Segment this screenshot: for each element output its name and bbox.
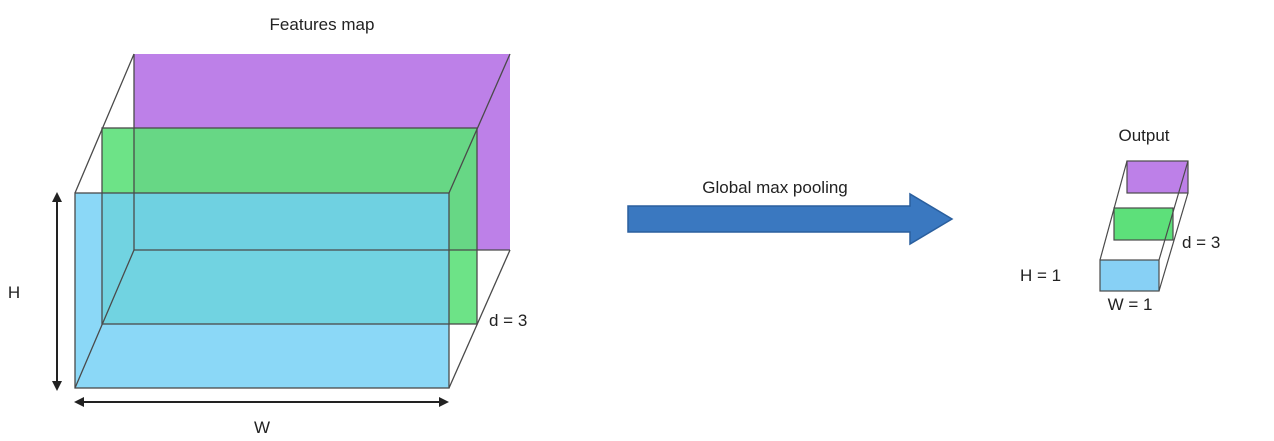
output-width-label: W = 1 (1108, 295, 1153, 314)
feature-channel-front (75, 193, 449, 388)
width-label: W (254, 418, 270, 437)
output-outline (1099, 160, 1189, 292)
depth-label: d = 3 (489, 311, 527, 330)
output-vector: Output d = 3 H = 1 W = 1 (1020, 126, 1220, 314)
output-channel-middle (1114, 208, 1173, 240)
height-label: H (8, 283, 20, 302)
features-map: Features map H W d = 3 (8, 15, 527, 437)
output-channel-front (1100, 260, 1159, 291)
features-map-outline (74, 53, 511, 389)
pooling-arrow-icon (627, 192, 954, 246)
features-map-title: Features map (270, 15, 375, 34)
pooling-operation: Global max pooling (627, 178, 954, 246)
output-channel-back (1127, 161, 1188, 193)
operation-label: Global max pooling (702, 178, 848, 197)
output-height-label: H = 1 (1020, 266, 1061, 285)
output-title: Output (1118, 126, 1169, 145)
output-depth-label: d = 3 (1182, 233, 1220, 252)
